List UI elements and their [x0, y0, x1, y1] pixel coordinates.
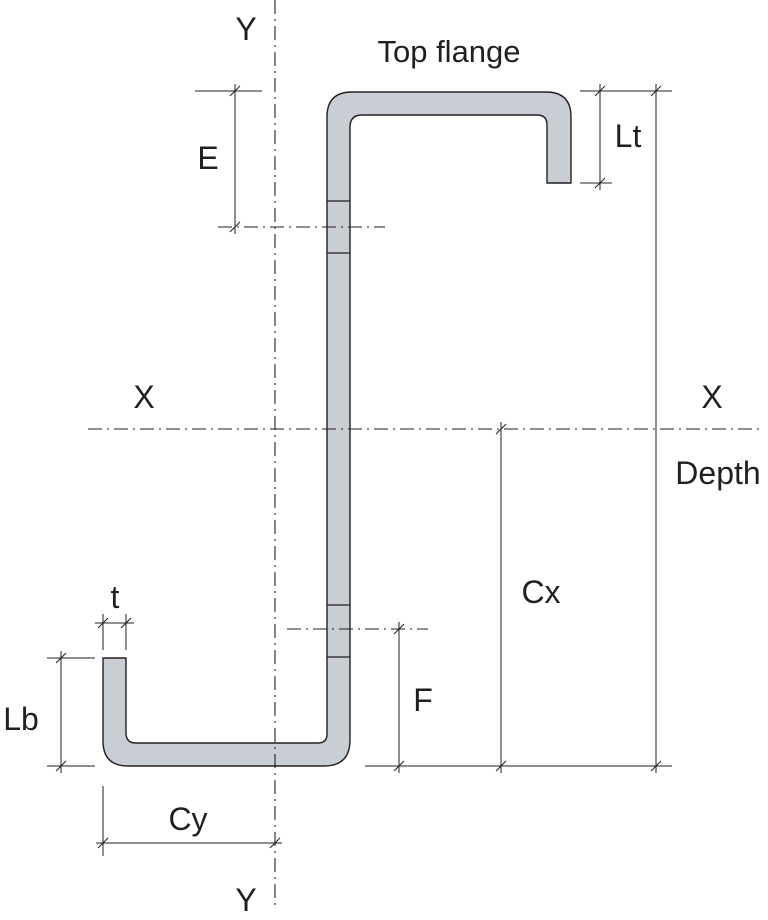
label-t: t — [111, 579, 120, 615]
label-lt: Lt — [615, 118, 642, 154]
dimension-e — [195, 84, 385, 234]
label-lb: Lb — [3, 701, 39, 737]
label-axis-y-bottom: Y — [235, 882, 256, 918]
dimension-lt — [580, 84, 612, 190]
label-axis-x-left: X — [133, 379, 154, 415]
dimension-cx — [495, 422, 507, 773]
dimension-cy — [96, 786, 282, 856]
label-f: F — [413, 682, 433, 718]
label-axis-y-top: Y — [235, 11, 256, 47]
label-depth: Depth — [675, 455, 760, 491]
label-axis-x-right: X — [701, 379, 722, 415]
label-e: E — [197, 140, 218, 176]
label-cx: Cx — [521, 574, 560, 610]
dimension-f — [287, 622, 428, 773]
label-cy: Cy — [168, 801, 207, 837]
label-top-flange: Top flange — [377, 34, 520, 69]
dimension-lb — [47, 651, 95, 773]
z-section-profile — [102, 91, 572, 767]
dimension-t — [95, 614, 134, 650]
